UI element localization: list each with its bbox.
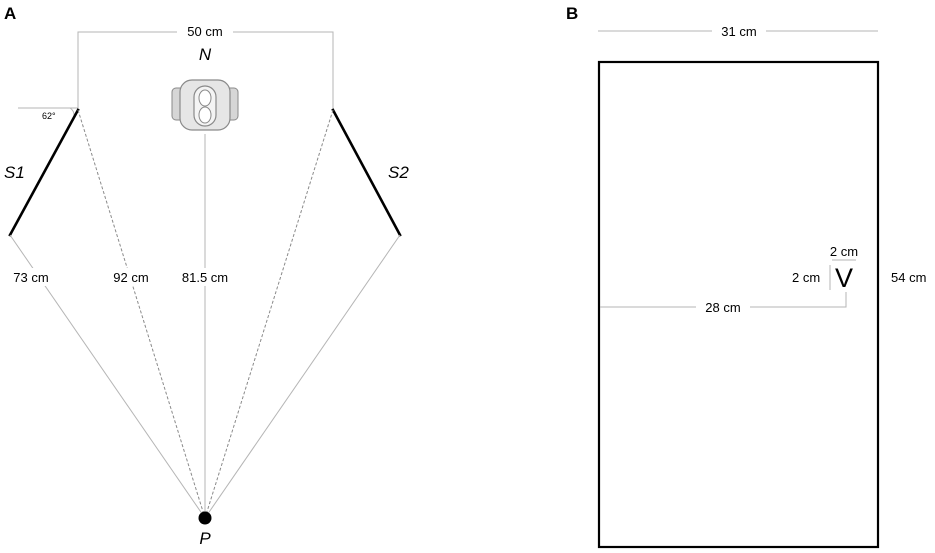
screen-s2-label: S2 bbox=[388, 163, 409, 182]
screen-s2 bbox=[331, 108, 402, 237]
panel-a: A 50 cm N 62° S1 S2 73 bbox=[4, 4, 409, 548]
line-right-outer bbox=[204, 234, 401, 519]
panel-b: B 31 cm 54 cm V 2 cm 2 cm 28 cm bbox=[566, 4, 926, 549]
v-offset-label-bg bbox=[696, 298, 750, 316]
dist-left-inner-label: 92 cm bbox=[113, 270, 148, 285]
screen-s1-label: S1 bbox=[4, 163, 25, 182]
participant-label: P bbox=[199, 529, 211, 548]
display-rectangle bbox=[597, 60, 880, 549]
panel-a-label: A bbox=[4, 4, 16, 23]
top-width-label-bg bbox=[177, 22, 233, 40]
dist-left-outer-label: 73 cm bbox=[13, 270, 48, 285]
screen-s1 bbox=[8, 108, 80, 237]
panel-b-label: B bbox=[566, 4, 578, 23]
height-label: 54 cm bbox=[891, 270, 926, 285]
v-offset-line bbox=[600, 292, 847, 308]
line-left-inner bbox=[77, 109, 206, 519]
label-bg-815 bbox=[173, 268, 237, 286]
v-height-label: 2 cm bbox=[830, 244, 858, 259]
v-stimulus: V bbox=[835, 263, 853, 293]
head-icon bbox=[171, 79, 239, 131]
v-width-label: 2 cm bbox=[792, 270, 820, 285]
v-offset-label: 28 cm bbox=[705, 300, 740, 315]
top-width-label: 50 cm bbox=[187, 24, 222, 39]
label-bg-92 bbox=[104, 268, 160, 286]
nose-label: N bbox=[199, 45, 212, 64]
dist-center-label: 81.5 cm bbox=[182, 270, 228, 285]
participant-dot bbox=[198, 511, 212, 525]
line-right-inner bbox=[204, 109, 334, 519]
angle-label: 62° bbox=[42, 111, 56, 121]
width-label: 31 cm bbox=[721, 24, 756, 39]
width-label-bg bbox=[712, 22, 766, 40]
label-bg-73 bbox=[4, 268, 60, 286]
angle-arc bbox=[69, 107, 75, 117]
